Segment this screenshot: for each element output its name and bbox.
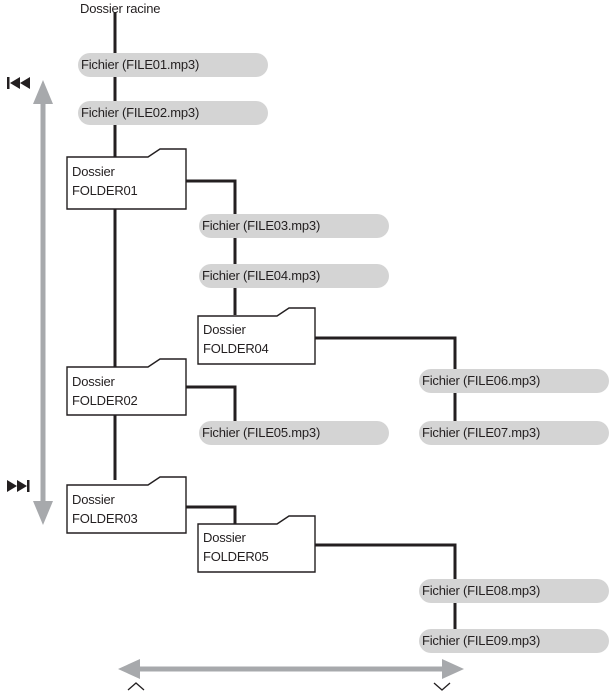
folder-folder02-line1: Dossier — [72, 374, 115, 389]
file-file03: Fichier (FILE03.mp3) — [199, 214, 389, 238]
folder-shape-folder05 — [197, 515, 316, 573]
folder-folder01-line1: Dossier — [72, 164, 115, 179]
folder-folder04-line2: FOLDER04 — [203, 341, 269, 356]
folder01-branch — [186, 179, 237, 315]
folder-folder03-line2: FOLDER03 — [72, 511, 138, 526]
folder-folder03-line1: Dossier — [72, 492, 115, 507]
skip-previous-icon — [7, 77, 30, 89]
folder03-branch — [186, 505, 237, 527]
file-file05: Fichier (FILE05.mp3) — [199, 421, 389, 445]
folder-folder04-line1: Dossier — [203, 322, 246, 337]
folder-folder02-line2: FOLDER02 — [72, 393, 138, 408]
folder-folder05-line2: FOLDER05 — [203, 549, 269, 564]
folder-folder01: Dossier FOLDER01 — [72, 162, 138, 200]
file-file06: Fichier (FILE06.mp3) — [419, 369, 609, 393]
root-folder-label: Dossier racine — [80, 1, 161, 16]
horizontal-navigation-arrow — [118, 659, 464, 679]
folder-folder01-line2: FOLDER01 — [72, 183, 138, 198]
folder-shape-folder01 — [66, 148, 187, 210]
file-file08: Fichier (FILE08.mp3) — [419, 579, 609, 603]
folder-folder05-line1: Dossier — [203, 530, 246, 545]
folder02-branch — [186, 385, 237, 433]
file-file01: Fichier (FILE01.mp3) — [78, 53, 268, 77]
folder-folder03: Dossier FOLDER03 — [72, 490, 138, 528]
chevron-down-icon — [433, 682, 451, 691]
folder05-branch — [315, 543, 457, 642]
file-file09: Fichier (FILE09.mp3) — [419, 629, 609, 653]
folder-folder02: Dossier FOLDER02 — [72, 372, 138, 410]
folder-shape-folder02 — [66, 358, 187, 416]
folder-shape-folder03 — [66, 476, 187, 534]
folder04-branch — [315, 336, 457, 433]
file-file04: Fichier (FILE04.mp3) — [199, 264, 389, 288]
skip-next-icon — [7, 480, 30, 492]
folder-shape-folder04 — [197, 307, 316, 365]
folder-folder04: Dossier FOLDER04 — [203, 320, 269, 358]
file-file07: Fichier (FILE07.mp3) — [419, 421, 609, 445]
folder-folder05: Dossier FOLDER05 — [203, 528, 269, 566]
vertical-navigation-arrow — [33, 80, 53, 525]
file-file02: Fichier (FILE02.mp3) — [78, 101, 268, 125]
chevron-up-icon — [127, 682, 145, 691]
folder-shapes — [66, 148, 316, 573]
